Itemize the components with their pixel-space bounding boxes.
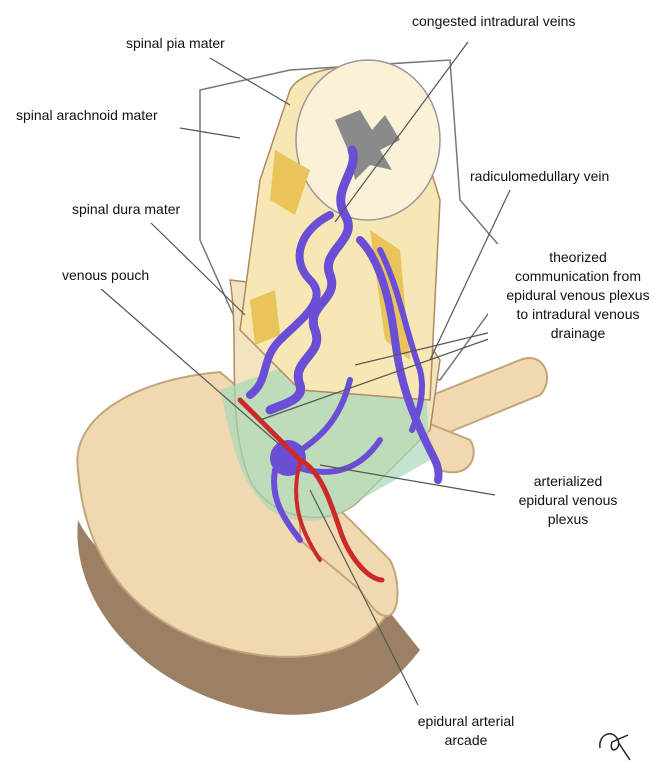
arterialized-line-1: arterialized	[506, 472, 630, 491]
arterialized-line-2: epidural venous	[506, 491, 630, 510]
label-venous-pouch: venous pouch	[54, 262, 157, 289]
arterialized-line-3: plexus	[506, 510, 630, 529]
theorized-line-4: to intradural venous	[496, 305, 660, 324]
arcade-line-1: epidural arterial	[410, 712, 522, 731]
theorized-line-2: communication from	[496, 267, 660, 286]
label-congested-intradural-veins: congested intradural veins	[404, 8, 583, 35]
arcade-line-2: arcade	[410, 731, 522, 750]
theorized-line-1: theorized	[496, 248, 660, 267]
label-spinal-arachnoid-mater: spinal arachnoid mater	[8, 102, 166, 129]
label-spinal-dura-mater: spinal dura mater	[64, 196, 188, 223]
label-theorized-communication: theorized communication from epidural ve…	[488, 244, 668, 347]
label-arterialized-epidural-venous-plexus: arterialized epidural venous plexus	[498, 468, 638, 533]
denticulate-ligament-2	[250, 290, 280, 345]
theorized-line-3: epidural venous plexus	[496, 286, 660, 305]
label-epidural-arterial-arcade: epidural arterial arcade	[402, 708, 530, 754]
label-spinal-pia-mater: spinal pia mater	[118, 30, 233, 57]
label-radiculomedullary-vein: radiculomedullary vein	[462, 163, 617, 190]
theorized-line-5: drainage	[496, 324, 660, 343]
artist-signature	[600, 734, 630, 760]
